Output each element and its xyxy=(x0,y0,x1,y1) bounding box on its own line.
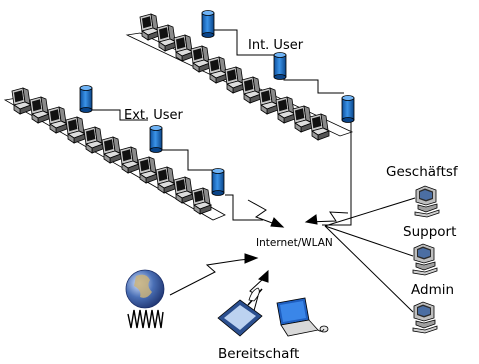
desktop-computer-icon xyxy=(11,87,32,115)
desktop-computer-icon xyxy=(292,105,313,133)
support-link xyxy=(324,225,414,257)
ext-user-rack xyxy=(3,85,226,221)
pda-with-stylus-icon xyxy=(217,287,263,337)
int-user-label: Int. User xyxy=(248,38,304,53)
desktop-computer-icon xyxy=(156,24,177,52)
management-link xyxy=(324,197,416,227)
desktop-computer-icon xyxy=(207,56,228,84)
lightning-arrows xyxy=(169,199,349,319)
desktop-computer-icon xyxy=(191,187,212,215)
int-user-line xyxy=(209,29,277,56)
desktop-computer-icon xyxy=(101,136,122,164)
desktop-computer-icon xyxy=(414,185,440,218)
int-user-line xyxy=(283,74,344,94)
database-cylinder-icon xyxy=(149,125,163,153)
desktop-computer-icon xyxy=(65,116,86,144)
desktop-computer-icon xyxy=(241,76,262,104)
lightning-arrowhead xyxy=(258,269,269,283)
database-cylinder-icon xyxy=(211,168,225,196)
desktop-computer-icon xyxy=(119,146,140,174)
ext-user-line xyxy=(90,109,148,121)
desktop-computer-icon xyxy=(47,106,68,134)
desktop-computer-icon xyxy=(412,243,438,276)
lightning-arrowhead xyxy=(244,253,259,264)
desktop-computer-icon xyxy=(258,87,279,115)
database-cylinder-icon xyxy=(273,52,287,80)
desktop-computer-icon xyxy=(190,45,211,73)
database-cylinder-icon xyxy=(201,10,215,38)
lightning-arrowhead xyxy=(304,214,318,225)
lightning-arrowhead xyxy=(270,217,285,228)
int-user-backbone xyxy=(322,132,352,226)
support-label: Support xyxy=(403,224,456,240)
desktop-computer-icon xyxy=(309,113,330,141)
laptop-icon xyxy=(276,297,329,337)
admin-link xyxy=(324,225,414,313)
standby-label: Bereitschaft xyxy=(218,346,299,362)
management-label: Geschäftsf xyxy=(386,164,459,180)
database-cylinder-icon xyxy=(79,85,93,113)
desktop-computer-icon xyxy=(224,66,245,94)
desktop-computer-icon xyxy=(275,96,296,124)
hub-label: Internet/WLAN xyxy=(256,237,333,249)
desktop-computer-icon xyxy=(139,13,160,41)
ext-user-line xyxy=(156,149,213,171)
desktop-computer-icon xyxy=(137,156,158,184)
desktop-computer-icon xyxy=(155,166,176,194)
ext-user-label: Ext. User xyxy=(124,108,184,123)
int-user-rack xyxy=(125,10,355,141)
lightning-link-icon xyxy=(305,211,349,223)
desktop-computer-icon xyxy=(83,126,104,154)
globe-icon xyxy=(125,269,165,329)
lightning-link-icon xyxy=(169,259,241,296)
lightning-link-icon xyxy=(247,199,284,228)
database-cylinder-icon xyxy=(341,95,355,123)
desktop-computer-icon xyxy=(173,176,194,204)
desktop-computer-icon xyxy=(29,96,50,124)
desktop-computer-icon xyxy=(412,301,438,334)
ext-user-line xyxy=(225,194,263,221)
desktop-computer-icon xyxy=(173,34,194,62)
admin-label: Admin xyxy=(411,282,454,298)
